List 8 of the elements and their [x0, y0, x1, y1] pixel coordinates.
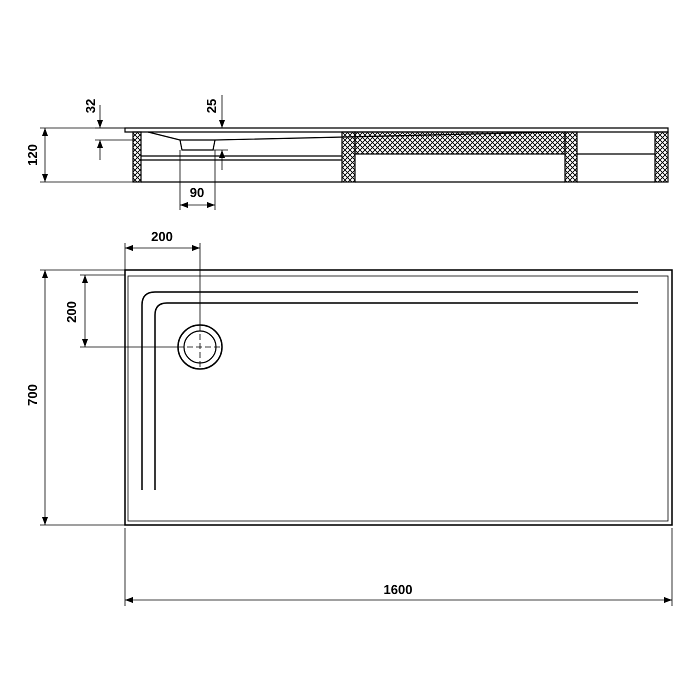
- dimension-label: 90: [190, 186, 204, 200]
- dimension-label: 120: [26, 144, 40, 166]
- dimension-label: 200: [151, 230, 173, 244]
- dimension-label: 200: [65, 301, 79, 323]
- dimension-label: 32: [84, 98, 98, 114]
- dimension-label: 1600: [384, 583, 412, 597]
- dimension-label: 25: [205, 98, 219, 114]
- dimension-label: 700: [26, 384, 40, 406]
